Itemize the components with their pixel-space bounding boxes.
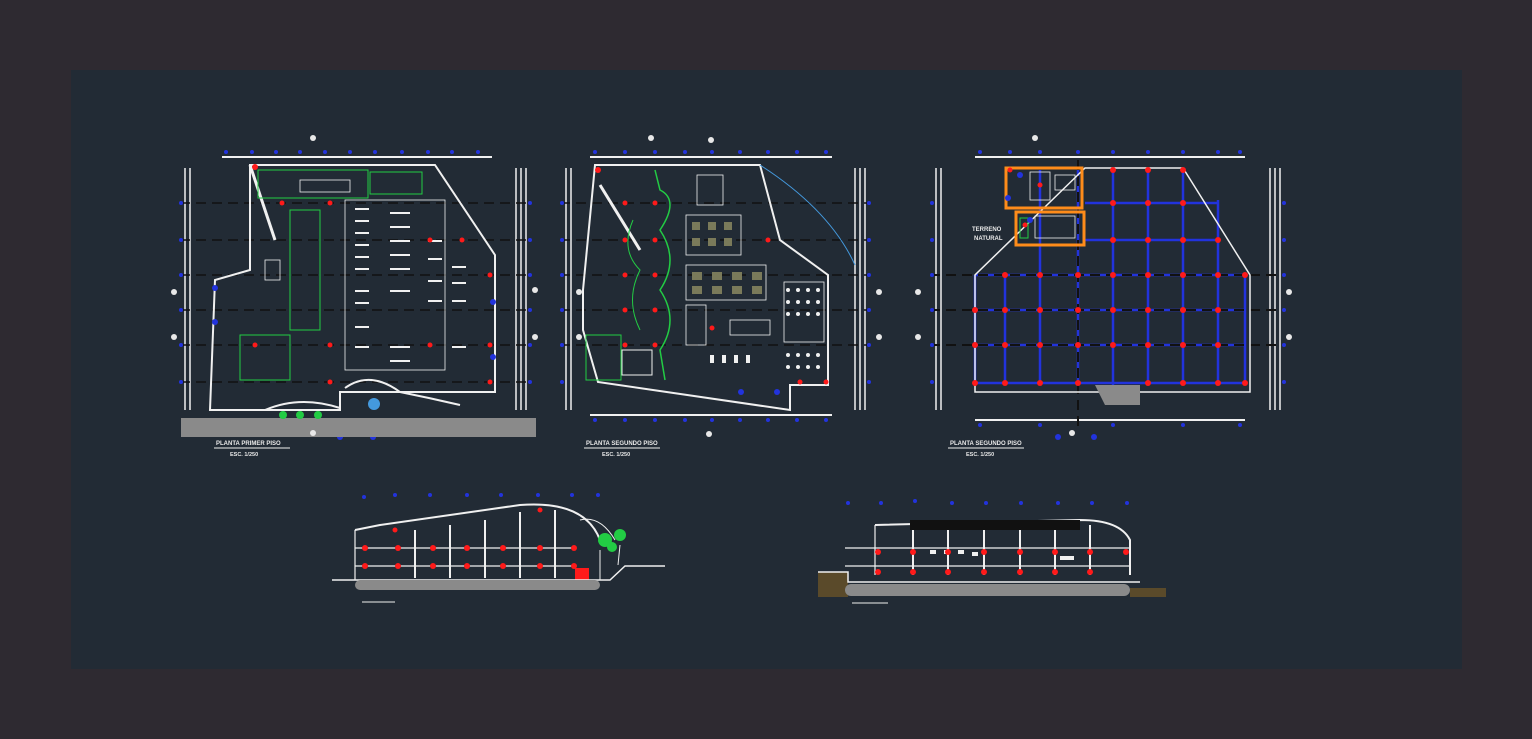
plan3-title: PLANTA SEGUNDO PISO <box>950 441 1022 447</box>
plan1-street <box>181 418 536 437</box>
terrain-label-line1: TERRENO <box>972 227 1002 233</box>
plan2-scale: ESC. 1/250 <box>602 452 630 458</box>
section-b-ground-left <box>818 572 848 597</box>
plan1-title: PLANTA PRIMER PISO <box>216 441 281 447</box>
plan3-scale: ESC. 1/250 <box>966 452 994 458</box>
plan2-title: PLANTA SEGUNDO PISO <box>586 441 658 447</box>
section-b-ground-right <box>1130 588 1166 597</box>
plan-third-floor: TERRENO NATURAL PLANTA SEGUNDO PISO ESC.… <box>915 135 1292 458</box>
plan-first-floor: PLANTA PRIMER PISO ESC. 1/250 <box>171 135 538 458</box>
plan1-scale: ESC. 1/250 <box>230 452 258 458</box>
plan3-highlight-top <box>1004 166 1084 210</box>
section-b <box>818 499 1166 604</box>
plan1-columns <box>252 164 493 385</box>
section-a-trees <box>598 529 626 552</box>
plan3-highlight-bottom <box>1014 210 1086 247</box>
plan-second-floor: PLANTA SEGUNDO PISO ESC. 1/250 <box>560 135 882 458</box>
terrain-label-line2: NATURAL <box>974 236 1003 242</box>
section-a <box>332 493 665 603</box>
plan1-top-grid-bubbles <box>224 150 480 154</box>
